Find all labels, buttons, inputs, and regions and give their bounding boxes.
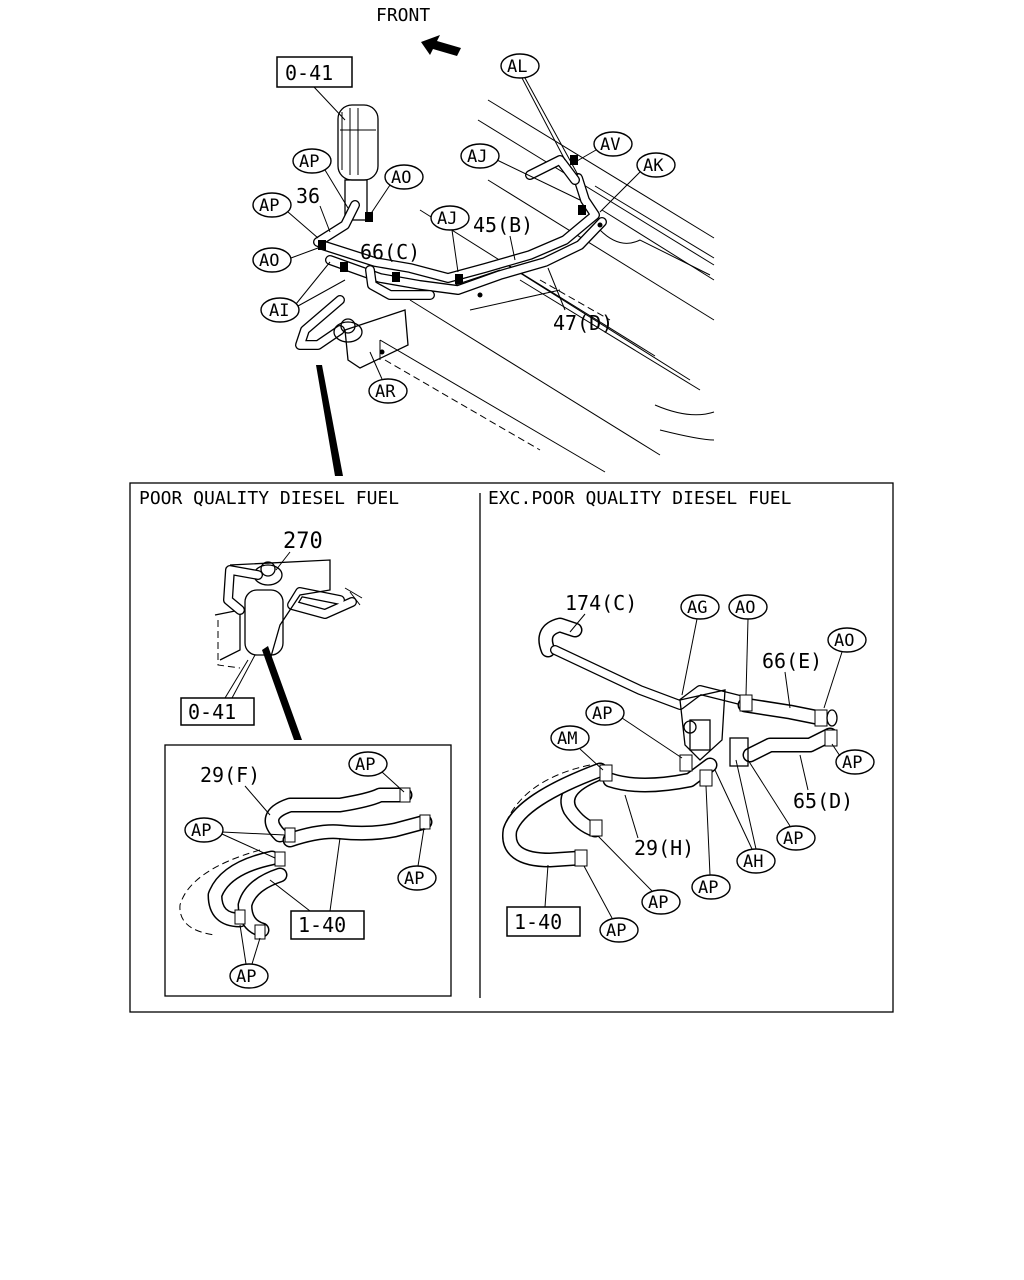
right-callout-ap-upper: AP — [585, 700, 683, 759]
right-ref-140-text: 1-40 — [514, 910, 562, 934]
callout-ai: AI — [260, 261, 346, 323]
svg-text:AP: AP — [355, 755, 375, 775]
callout-aj-lower: AJ — [430, 205, 470, 273]
right-hoses — [502, 617, 838, 868]
callout-aj-upper: AJ — [460, 143, 581, 201]
callout-av: AV — [569, 131, 633, 166]
right-callout-ao-upper: AO — [728, 594, 768, 696]
svg-text:AI: AI — [269, 301, 289, 321]
chassis-frame — [379, 99, 715, 473]
svg-text:AK: AK — [643, 156, 664, 176]
right-callout-ap-right: AP — [831, 743, 875, 775]
part-66c: 66(C) — [360, 240, 420, 264]
part-65d: 65(D) — [793, 789, 853, 813]
svg-text:AV: AV — [600, 135, 620, 155]
inset-callout-ap-bottom: AP — [229, 924, 269, 989]
arrow-up-left-icon — [421, 35, 461, 56]
right-callout-ap-bottom-center: AP — [691, 785, 731, 900]
part-270: 270 — [283, 529, 323, 554]
part-29f: 29(F) — [200, 763, 260, 787]
svg-text:AP: AP — [259, 196, 279, 216]
right-callout-ag: AG — [680, 594, 720, 696]
detail-pointer-arrow — [316, 365, 343, 476]
inset-callout-ap-top: AP — [348, 751, 405, 793]
inset-ref-140-text: 1-40 — [298, 913, 346, 937]
svg-text:AG: AG — [687, 598, 707, 618]
callout-ak: AK — [599, 152, 676, 213]
right-panel-heading: EXC.POOR QUALITY DIESEL FUEL — [488, 488, 792, 509]
svg-text:AP: AP — [236, 967, 256, 987]
callout-ao-lower: AO — [252, 247, 319, 273]
part-174c: 174(C) — [565, 591, 637, 615]
svg-text:AP: AP — [299, 152, 319, 172]
part-36: 36 — [296, 184, 320, 208]
svg-text:AJ: AJ — [467, 147, 487, 167]
fuel-filter — [337, 104, 379, 221]
left-panel-heading: POOR QUALITY DIESEL FUEL — [139, 488, 399, 509]
separator-bracket — [333, 309, 409, 369]
callout-ap-mid: AP — [252, 192, 319, 239]
left-panel-poor-quality: POOR QUALITY DIESEL FUEL 270 0-41 — [139, 488, 452, 997]
right-callout-ao-right: AO — [823, 627, 867, 709]
front-label: FRONT — [376, 5, 430, 26]
svg-text:AP: AP — [592, 704, 612, 724]
part-45b: 45(B) — [473, 213, 533, 237]
svg-text:AO: AO — [834, 631, 854, 651]
svg-text:AH: AH — [743, 852, 763, 872]
right-callout-ap-bottom: AP — [583, 865, 639, 943]
inset-ref-box-140 — [290, 910, 365, 940]
svg-text:AL: AL — [507, 57, 527, 77]
left-ref-box-041 — [180, 697, 255, 726]
pipe-clips — [318, 155, 603, 355]
svg-text:AP: AP — [648, 893, 668, 913]
right-callout-am: AM — [550, 725, 604, 771]
right-callout-ah: AH — [714, 759, 776, 874]
left-ref-041-text: 0-41 — [188, 700, 236, 724]
svg-text:AP: AP — [404, 869, 424, 889]
part-47d: 47(D) — [553, 311, 613, 335]
svg-text:AM: AM — [557, 729, 577, 749]
top-assembly-view: FRONT — [252, 5, 715, 476]
svg-text:AO: AO — [391, 168, 411, 188]
callout-ap-upper: AP — [292, 148, 349, 209]
right-panel-exc-poor-quality: EXC.POOR QUALITY DIESEL FUEL — [488, 488, 875, 943]
svg-text:AP: AP — [783, 829, 803, 849]
svg-text:AP: AP — [698, 878, 718, 898]
right-callout-ap-lower-right: AP — [747, 759, 816, 851]
hose-inset-frame — [164, 744, 452, 997]
callout-ao-upper: AO — [369, 164, 424, 216]
svg-text:AO: AO — [259, 251, 279, 271]
callout-al: AL — [500, 53, 579, 176]
right-ref-box-140 — [506, 906, 581, 937]
ref-041-text: 0-41 — [285, 61, 333, 85]
svg-text:AP: AP — [606, 921, 626, 941]
right-callout-ap-bottom-left: AP — [597, 835, 681, 915]
left-filter-assembly — [214, 559, 363, 669]
detail-frame — [129, 482, 894, 1013]
inset-hoses — [179, 787, 433, 940]
inset-callout-ap-left: AP — [184, 817, 286, 859]
svg-text:AJ: AJ — [437, 209, 457, 229]
ref-box-041 — [276, 56, 353, 88]
left-detail-pointer — [262, 646, 302, 740]
part-29h: 29(H) — [634, 836, 694, 860]
svg-text:AR: AR — [375, 382, 396, 402]
svg-text:AP: AP — [191, 821, 211, 841]
svg-text:AP: AP — [842, 753, 862, 773]
part-66e: 66(E) — [762, 649, 822, 673]
fuel-pipes-top — [295, 155, 607, 350]
callout-ar: AR — [368, 351, 408, 404]
svg-text:AO: AO — [735, 598, 755, 618]
inset-callout-ap-right: AP — [397, 827, 437, 891]
